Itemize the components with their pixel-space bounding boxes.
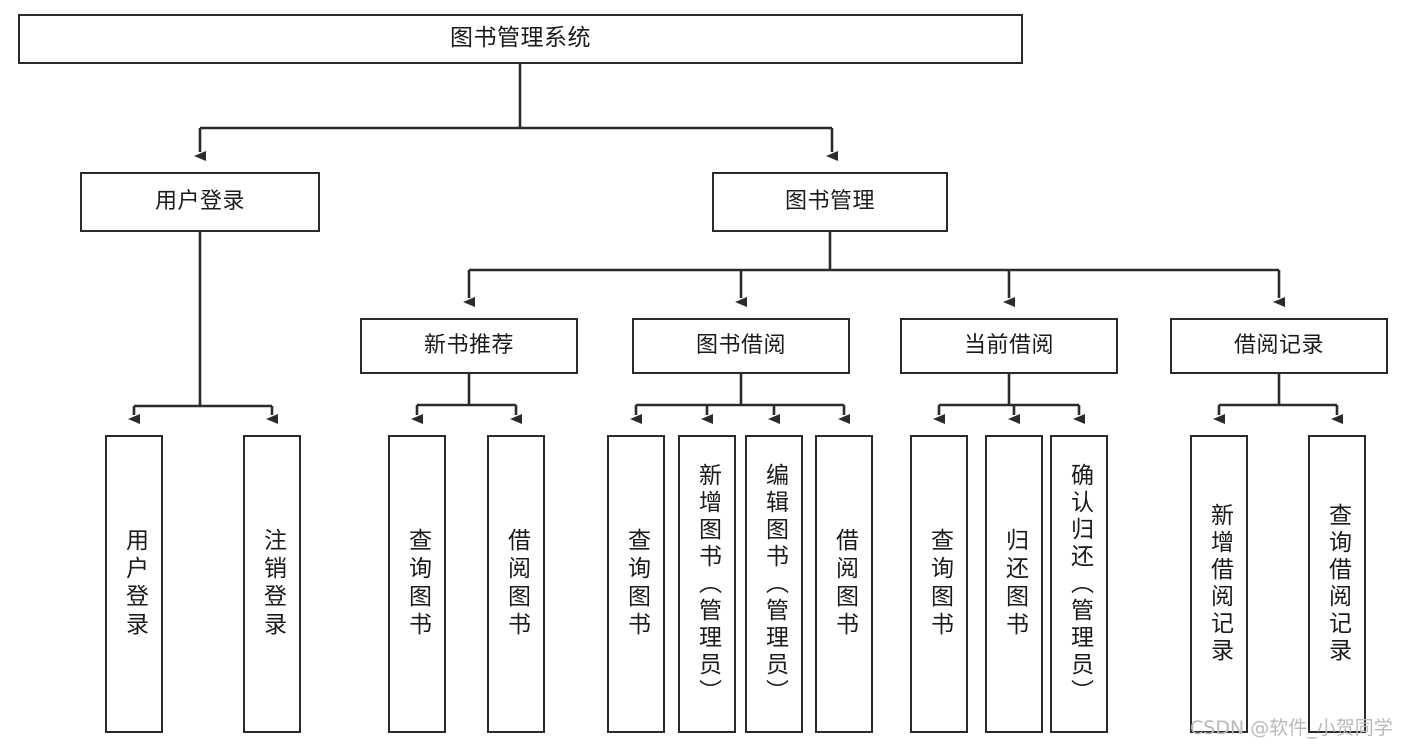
node-root-label: 图书管理系统 [450, 25, 591, 52]
leaf-query-book-1-label: 查询图书 [404, 528, 431, 640]
leaf-borrow-book-2[interactable]: 借阅图书 [815, 435, 873, 733]
leaf-return-book-label: 归还图书 [1001, 528, 1028, 640]
leaf-return-book[interactable]: 归还图书 [985, 435, 1043, 733]
node-root[interactable]: 图书管理系统 [18, 14, 1023, 64]
leaf-edit-book-label: 编辑图书（管理员） [761, 462, 788, 706]
node-book-manage-label: 图书管理 [784, 188, 875, 214]
node-borrow-record-label: 借阅记录 [1233, 332, 1324, 358]
leaf-confirm-return-label: 确认归还（管理员） [1066, 462, 1093, 706]
node-user-login[interactable]: 用户登录 [80, 172, 320, 232]
leaf-borrow-book-1-label: 借阅图书 [503, 528, 530, 640]
watermark: CSDN @软件_小贺同学 [1190, 717, 1393, 739]
leaf-query-book-3-label: 查询图书 [926, 528, 953, 640]
leaf-borrow-book-2-label: 借阅图书 [831, 528, 858, 640]
leaf-add-borrow-record-label: 新增借阅记录 [1206, 503, 1233, 665]
leaf-query-borrow-record-label: 查询借阅记录 [1324, 503, 1351, 665]
leaf-query-book-2-label: 查询图书 [623, 528, 650, 640]
leaf-add-borrow-record[interactable]: 新增借阅记录 [1190, 435, 1248, 733]
leaf-add-book[interactable]: 新增图书（管理员） [678, 435, 736, 733]
leaf-query-borrow-record[interactable]: 查询借阅记录 [1308, 435, 1366, 733]
node-new-book-recommend-label: 新书推荐 [423, 332, 514, 358]
leaf-logout-label: 注销登录 [259, 528, 286, 640]
node-book-borrow[interactable]: 图书借阅 [632, 318, 850, 374]
leaf-query-book-2[interactable]: 查询图书 [607, 435, 665, 733]
node-borrow-record[interactable]: 借阅记录 [1170, 318, 1388, 374]
leaf-edit-book[interactable]: 编辑图书（管理员） [745, 435, 803, 733]
leaf-user-login-label: 用户登录 [121, 528, 148, 640]
leaf-query-book-3[interactable]: 查询图书 [910, 435, 968, 733]
leaf-borrow-book-1[interactable]: 借阅图书 [487, 435, 545, 733]
leaf-logout[interactable]: 注销登录 [243, 435, 301, 733]
node-book-manage[interactable]: 图书管理 [712, 172, 948, 232]
node-new-book-recommend[interactable]: 新书推荐 [360, 318, 578, 374]
leaf-add-book-label: 新增图书（管理员） [694, 462, 721, 706]
node-current-borrow-label: 当前借阅 [963, 332, 1054, 358]
leaf-confirm-return[interactable]: 确认归还（管理员） [1050, 435, 1108, 733]
leaf-user-login[interactable]: 用户登录 [105, 435, 163, 733]
node-current-borrow[interactable]: 当前借阅 [900, 318, 1118, 374]
leaf-query-book-1[interactable]: 查询图书 [388, 435, 446, 733]
node-user-login-label: 用户登录 [154, 188, 245, 214]
node-book-borrow-label: 图书借阅 [695, 332, 786, 358]
